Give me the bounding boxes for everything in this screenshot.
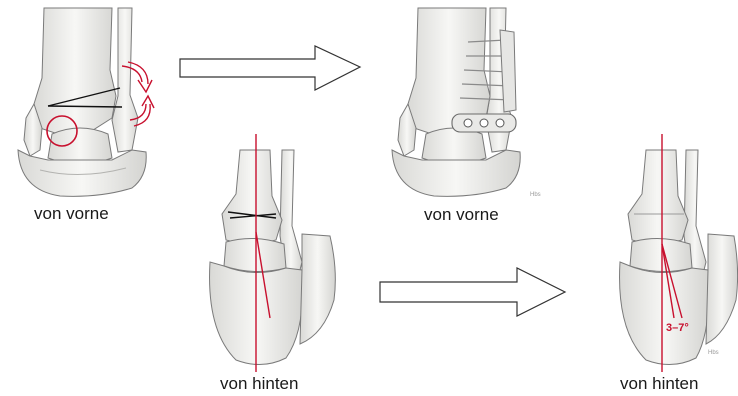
caption-front-before: von vorne <box>34 204 109 224</box>
ankle-back-before <box>210 134 336 372</box>
caption-back-before: von hinten <box>220 374 298 394</box>
illustrator-signature-2: Hbs <box>708 350 719 356</box>
angle-label: 3–7° <box>666 322 689 334</box>
arrow-bottom-right-icon <box>380 268 565 316</box>
ankle-back-after: 3–7° Hbs <box>620 134 738 372</box>
ankle-front-before <box>18 8 146 196</box>
arrow-top-right-icon <box>180 46 360 90</box>
ankle-front-after: Hbs <box>392 8 541 198</box>
caption-front-after: von vorne <box>424 205 499 225</box>
caption-back-after: von hinten <box>620 374 698 394</box>
illustrator-signature: Hbs <box>530 192 541 198</box>
